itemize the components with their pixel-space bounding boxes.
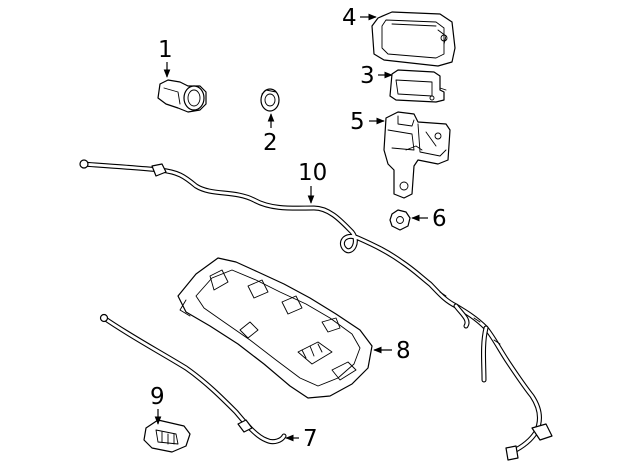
callout-4: 4: [342, 5, 377, 31]
callout-label: 6: [432, 206, 447, 232]
callout-label: 8: [396, 338, 411, 364]
callout-2: 2: [263, 113, 278, 156]
callout-9: 9: [150, 384, 165, 425]
callout-7: 7: [285, 426, 318, 452]
callout-label: 2: [263, 130, 278, 156]
part-3-control-module: [389, 69, 447, 103]
callout-8: 8: [373, 338, 411, 364]
part-4-module-cover: [371, 11, 456, 67]
callout-3: 3: [360, 63, 393, 89]
part-5-bracket: [383, 111, 451, 199]
callout-6: 6: [411, 206, 447, 232]
part-9-connector: [143, 419, 191, 453]
callout-label: 4: [342, 5, 357, 31]
part-2-grommet: [260, 88, 280, 112]
callout-5: 5: [350, 109, 385, 135]
part-1-sensor: [157, 79, 207, 113]
part-6-nut: [389, 209, 411, 231]
part-8-housing: [177, 257, 373, 399]
callout-label: 3: [360, 63, 375, 89]
callout-10: 10: [298, 160, 327, 204]
callout-label: 5: [350, 109, 365, 135]
callout-label: 1: [158, 37, 173, 63]
callout-label: 7: [303, 426, 318, 452]
callout-label: 10: [298, 160, 327, 186]
callout-label: 9: [150, 384, 165, 410]
part-7-cable: [99, 313, 287, 445]
callout-1: 1: [158, 37, 173, 78]
part-10-wire-harness: [79, 159, 553, 461]
